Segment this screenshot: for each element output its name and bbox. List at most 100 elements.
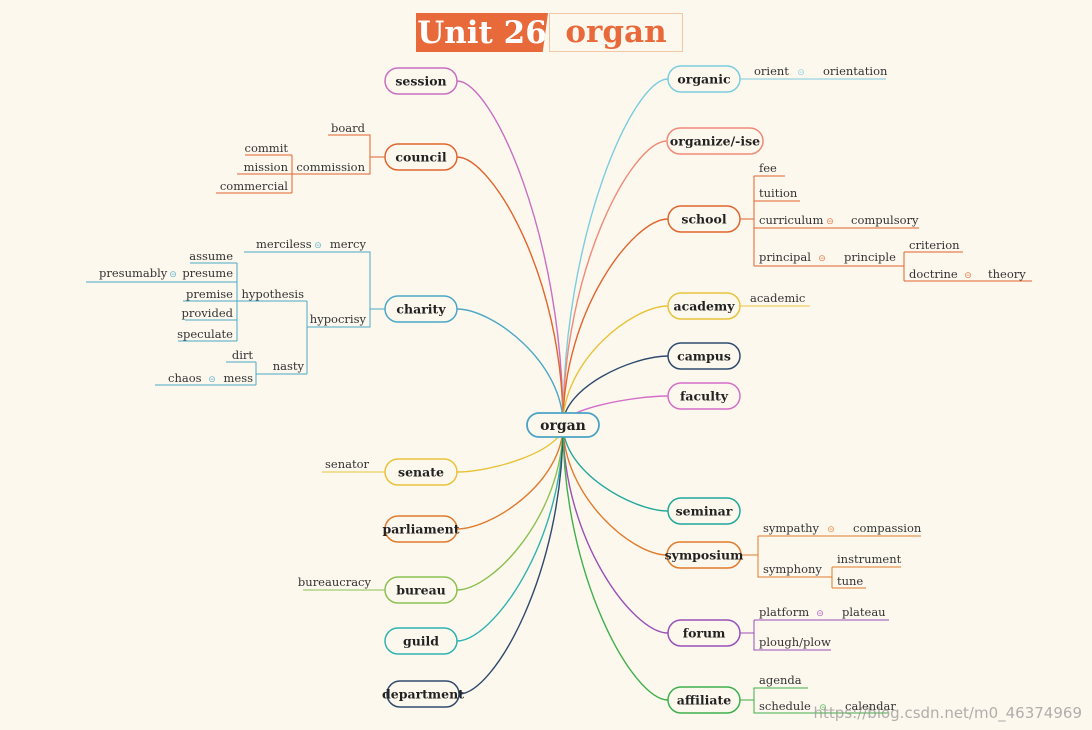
leaf-commercial: commercial — [220, 179, 288, 193]
node-label-organic: organic — [677, 72, 731, 87]
leaf-fee: fee — [759, 161, 777, 175]
node-organic — [667, 65, 741, 93]
line-plough — [740, 632, 831, 651]
rel-sympathy-compassion: ⊝ — [827, 525, 835, 535]
leaf-plough: plough/plow — [759, 635, 831, 649]
leaf-calendar: calendar — [845, 699, 896, 713]
edge-forum — [562, 424, 669, 634]
node-label-academy: academy — [674, 299, 736, 314]
leaf-mess: mess — [223, 371, 253, 385]
node-department — [386, 680, 460, 708]
leaf-theory: theory — [988, 267, 1026, 281]
node-label-charity: charity — [396, 302, 446, 317]
rel-chaos-mess: ⊝ — [208, 375, 216, 385]
line-hypocrisy — [307, 309, 371, 328]
leaf-presume: presume — [182, 266, 233, 280]
leaf-instrument: instrument — [837, 552, 902, 566]
edge-school — [562, 218, 669, 426]
main-word-title: organ — [549, 13, 683, 52]
node-campus — [667, 342, 741, 370]
line-symphony — [742, 554, 832, 578]
leaf-tune: tune — [837, 574, 863, 588]
node-council — [384, 143, 458, 171]
edge-affiliate — [562, 424, 669, 701]
node-label-campus: campus — [677, 349, 731, 364]
edge-symposium — [562, 424, 668, 556]
leaf-presumably: presumably — [99, 266, 168, 280]
leaf-plateau: plateau — [842, 605, 886, 619]
leaf-compulsory: compulsory — [851, 213, 919, 227]
node-forum — [667, 619, 741, 647]
rel-principal-principle: ⊝ — [818, 254, 826, 264]
rel-merciless-mercy: ⊝ — [314, 241, 322, 251]
node-label-parliament: parliament — [382, 522, 459, 537]
leaf-principle: principle — [844, 250, 896, 264]
leaf-nasty: nasty — [273, 359, 305, 373]
node-bureau — [384, 576, 458, 604]
leaf-chaos: chaos — [168, 371, 202, 385]
edge-session — [456, 80, 564, 426]
leaf-provided: provided — [182, 306, 234, 320]
node-label-affiliate: affiliate — [677, 693, 731, 708]
node-label-session: session — [395, 74, 446, 89]
rel-platform-plateau: ⊝ — [816, 609, 824, 619]
node-parliament — [384, 515, 458, 543]
leaf-orientation: orientation — [823, 64, 888, 78]
leaf-criterion: criterion — [909, 238, 960, 252]
node-session — [384, 67, 458, 95]
leaf-orient: orient — [754, 64, 789, 78]
rel-presumably-presume: ⊝ — [169, 270, 177, 280]
node-charity — [384, 295, 458, 323]
leaf-dirt: dirt — [232, 348, 254, 362]
node-guild — [384, 627, 458, 655]
leaf-academic: academic — [750, 291, 805, 305]
leaf-symphony: symphony — [763, 562, 822, 576]
rel-orient-orientation: ⊝ — [797, 68, 805, 78]
node-affiliate — [667, 686, 741, 714]
leaf-compassion: compassion — [853, 521, 922, 535]
rel-curriculum-compulsory: ⊝ — [826, 217, 834, 227]
leaf-doctrine: doctrine — [909, 267, 958, 281]
edge-parliament — [456, 424, 564, 530]
center-node-label: organ — [540, 418, 586, 434]
node-label-bureau: bureau — [396, 583, 446, 598]
center-node — [526, 412, 600, 438]
watermark: https://blog.csdn.net/m0_46374969 — [813, 704, 1082, 722]
leaf-agenda: agenda — [759, 673, 802, 687]
line-agenda — [740, 687, 808, 701]
node-label-faculty: faculty — [680, 389, 729, 404]
rel-doctrine-theory: ⊝ — [964, 271, 972, 281]
leaf-tuition: tuition — [759, 186, 798, 200]
line-schedule — [753, 700, 888, 714]
unit-title: Unit 26 — [416, 13, 548, 52]
leaf-mission: mission — [244, 160, 289, 174]
leaf-assume: assume — [189, 249, 233, 263]
edge-department — [458, 424, 564, 695]
edge-organic — [562, 78, 669, 426]
leaf-bureaucracy: bureaucracy — [298, 575, 372, 589]
edge-bureau — [456, 424, 564, 591]
node-faculty — [667, 382, 741, 410]
leaf-commit: commit — [245, 141, 289, 155]
leaf-principal: principal — [759, 250, 811, 264]
node-school — [667, 205, 741, 233]
node-symposium — [666, 541, 742, 569]
leaf-merciless: merciless — [256, 237, 312, 251]
node-label-organize: organize/-ise — [670, 134, 760, 149]
edge-charity — [456, 308, 564, 426]
edge-academy — [562, 305, 669, 426]
node-label-council: council — [395, 150, 446, 165]
edge-organize — [562, 140, 668, 426]
leaf-speculate: speculate — [177, 327, 233, 341]
node-organize — [666, 127, 764, 155]
node-label-symposium: symposium — [665, 548, 744, 563]
node-seminar — [667, 497, 741, 525]
line-school-trunk — [740, 218, 755, 266]
line-commission — [292, 157, 371, 175]
leaf-curriculum: curriculum — [759, 213, 823, 227]
leaf-hypocrisy: hypocrisy — [310, 312, 367, 326]
leaf-premise: premise — [186, 287, 233, 301]
leaf-sympathy: sympathy — [763, 521, 820, 535]
node-academy — [667, 292, 741, 320]
